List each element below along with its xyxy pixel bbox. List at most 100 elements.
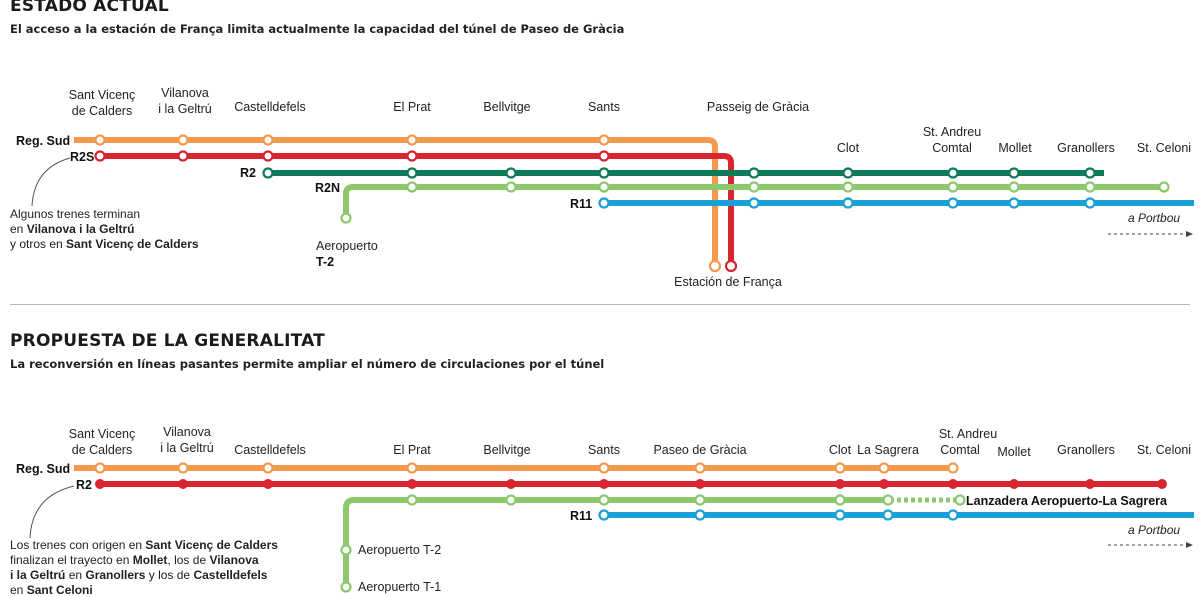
p-station-label-sant-vicenc-2: de Calders — [72, 443, 132, 457]
stop-r2-passeig — [748, 167, 760, 179]
line-label-r2: R2 — [240, 166, 256, 180]
line-label-r2s: R2S — [70, 150, 94, 164]
stop-p-r2-la-sagrera — [879, 479, 889, 489]
stop-r11-granollers — [1084, 197, 1096, 209]
line-label-r2n: R2N — [315, 181, 340, 195]
p-station-label-sant-vicenc-1: Sant Vicenç — [69, 427, 135, 441]
p-station-label-aeropuerto-t1: Aeropuerto T-1 — [358, 580, 441, 594]
station-label-sant-vicenc-2: de Calders — [72, 104, 132, 118]
section-subtitle-proposal: La reconversión en líneas pasantes permi… — [10, 357, 605, 371]
line-r2s-current — [98, 153, 734, 266]
stop-p-r2-el-prat — [407, 479, 417, 489]
p-station-label-paseo: Paseo de Gràcia — [653, 443, 746, 457]
stop-p-r2-granollers — [1085, 479, 1095, 489]
stop-p-g-clot — [834, 494, 846, 506]
stop-p-g-sants — [598, 494, 610, 506]
stop-p-g-el-prat — [406, 494, 418, 506]
stop-p-g-st-andreu — [954, 494, 966, 506]
stop-p-r2-mollet — [1009, 479, 1019, 489]
current-network-diagram: Sant Vicenç de Calders Vilanova i la Gel… — [10, 86, 1194, 289]
stop-r2n-granollers — [1084, 181, 1096, 193]
note-proposal-line3: i la Geltrú en Granollers y los de Caste… — [10, 568, 268, 582]
stop-p-t2 — [340, 544, 352, 556]
stops-r11-current — [598, 197, 1096, 209]
stop-r11-st-andreu — [947, 197, 959, 209]
stop-r2-castelldefels — [262, 167, 274, 179]
p-station-label-mollet: Mollet — [997, 445, 1031, 459]
stops-reg-sud-current — [94, 134, 722, 273]
station-label-castelldefels: Castelldefels — [234, 100, 306, 114]
portbou-label-current: a Portbou — [1128, 211, 1180, 225]
stop-p-el-prat — [406, 462, 418, 474]
stop-p-r11-st-andreu — [947, 509, 959, 521]
stop-r11-passeig — [748, 197, 760, 209]
stop-castelldefels — [262, 134, 274, 146]
station-label-sants: Sants — [588, 100, 620, 114]
p-line-label-reg-sud: Reg. Sud — [16, 462, 70, 476]
station-label-aeropuerto-2: T-2 — [316, 255, 334, 269]
stop-p-r2-st-andreu — [948, 479, 958, 489]
stop-p-g-paseo — [694, 494, 706, 506]
stop-p-st-andreu — [947, 462, 959, 474]
line-label-r11: R11 — [570, 197, 592, 211]
stop-p-sant-vicenc — [94, 462, 106, 474]
stop-el-prat-r2s — [406, 150, 418, 162]
station-label-bellvitge: Bellvitge — [483, 100, 530, 114]
stop-r2n-clot — [842, 181, 854, 193]
stops-r2-proposal — [95, 479, 1167, 489]
station-label-aeropuerto-1: Aeropuerto — [316, 239, 378, 253]
portbou-arrow-current — [1108, 231, 1193, 237]
stop-r2-mollet — [1008, 167, 1020, 179]
station-label-clot: Clot — [837, 141, 860, 155]
stop-r2n-aeropuerto — [340, 212, 352, 224]
note-current-line1: Algunos trenes terminan — [10, 207, 140, 221]
stop-r2-el-prat — [406, 167, 418, 179]
p-station-label-la-sagrera: La Sagrera — [857, 443, 919, 457]
stops-aeropuerto-proposal — [340, 494, 966, 593]
stop-r2-sants — [598, 167, 610, 179]
stop-p-g-la-sagrera — [882, 494, 894, 506]
stop-p-castelldefels — [262, 462, 274, 474]
stop-p-paseo — [694, 462, 706, 474]
p-station-label-aeropuerto-t2: Aeropuerto T-2 — [358, 543, 441, 557]
station-label-el-prat: El Prat — [393, 100, 431, 114]
p-station-label-el-prat: El Prat — [393, 443, 431, 457]
line-label-reg-sud: Reg. Sud — [16, 134, 70, 148]
station-label-granollers: Granollers — [1057, 141, 1115, 155]
note-proposal-line4: en Sant Celoni — [10, 583, 93, 597]
stop-sant-vicenc — [94, 134, 106, 146]
station-label-st-andreu-2: Comtal — [932, 141, 972, 155]
note-current-line2: en Vilanova i la Geltrú — [10, 222, 135, 236]
stop-p-r2-clot — [835, 479, 845, 489]
p-station-label-st-andreu-2: Comtal — [940, 443, 980, 457]
p-station-label-bellvitge: Bellvitge — [483, 443, 530, 457]
stop-r2-st-andreu — [947, 167, 959, 179]
stops-r2s-current — [94, 150, 738, 273]
p-station-label-st-andreu-1: St. Andreu — [939, 427, 997, 441]
stop-r11-sants — [598, 197, 610, 209]
stop-p-r2-st-celoni — [1157, 479, 1167, 489]
p-station-label-castelldefels: Castelldefels — [234, 443, 306, 457]
section-title-proposal: PROPUESTA DE LA GENERALITAT — [10, 331, 325, 351]
stop-franca-red — [724, 259, 738, 273]
stop-sants — [598, 134, 610, 146]
stop-p-r11-la-sagrera — [882, 509, 894, 521]
stop-sant-vicenc-r2s — [94, 150, 106, 162]
stop-r11-clot — [842, 197, 854, 209]
stop-p-r2-vilanova — [178, 479, 188, 489]
p-line-label-r11: R11 — [570, 509, 592, 523]
stops-r11-proposal — [598, 509, 959, 521]
p-station-label-vilanova-2: i la Geltrú — [160, 441, 214, 455]
stop-p-clot — [834, 462, 846, 474]
stop-r11-mollet — [1008, 197, 1020, 209]
stop-el-prat — [406, 134, 418, 146]
proposal-network-diagram: Sant Vicenç de Calders Vilanova i la Gel… — [10, 425, 1194, 597]
stop-p-r2-bellvitge — [506, 479, 516, 489]
station-label-sant-vicenc-1: Sant Vicenç — [69, 88, 135, 102]
stop-franca-orange — [708, 259, 722, 273]
station-label-franca: Estación de França — [674, 275, 782, 289]
note-proposal-line2: finalizan el trayecto en Mollet, los de … — [10, 553, 259, 567]
stop-r2n-el-prat — [406, 181, 418, 193]
stop-r2n-bellvitge — [505, 181, 517, 193]
stop-p-r11-paseo — [694, 509, 706, 521]
